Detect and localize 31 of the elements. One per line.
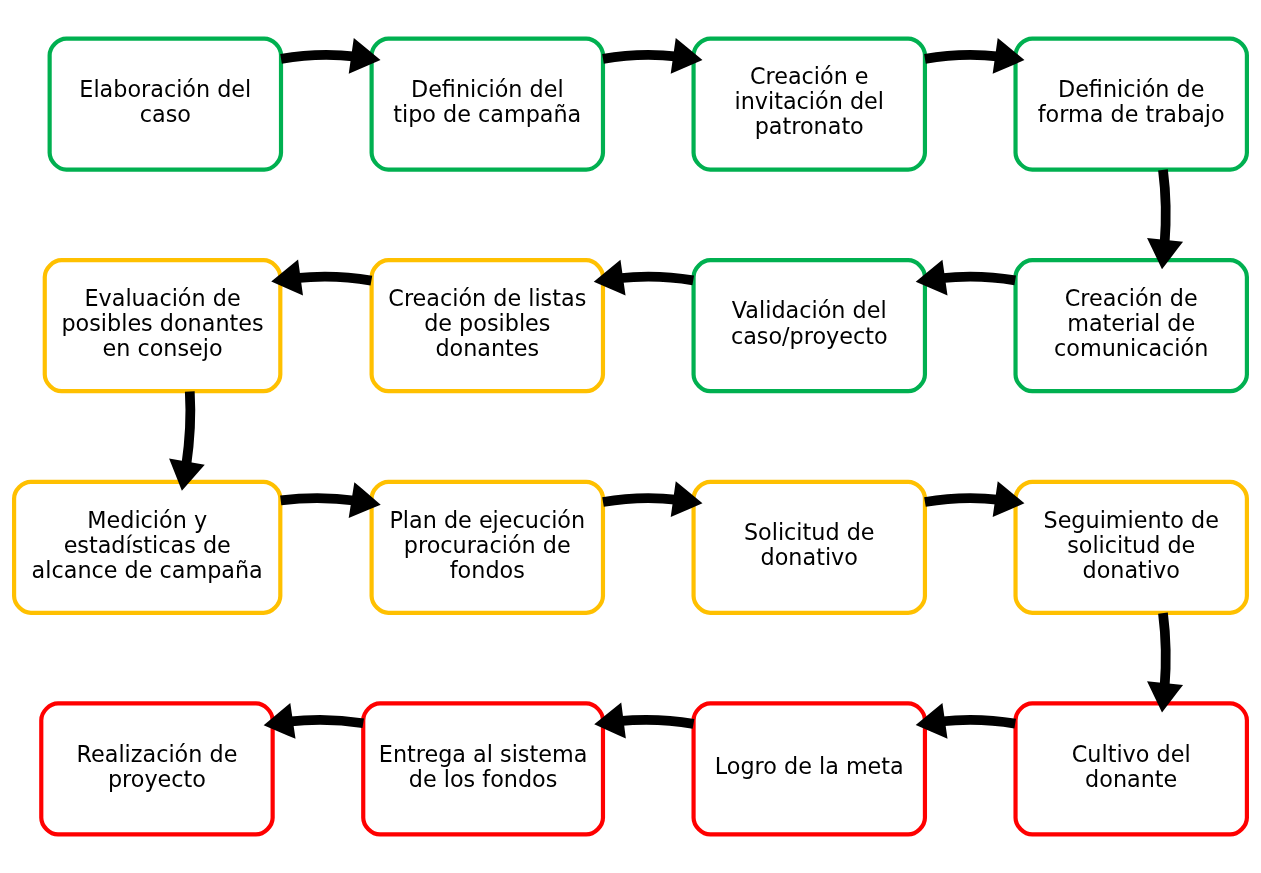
arrow	[1147, 169, 1184, 270]
node-box: Validación del caso/proyecto	[691, 258, 928, 394]
node-box: Plan de ejecución procuración de fondos	[369, 479, 606, 615]
node-box: Entrega al sistema de los fondos	[361, 701, 606, 837]
arrow	[1147, 612, 1184, 713]
arrow	[594, 702, 695, 739]
node-box: Creación de listas de posibles donantes	[369, 258, 606, 394]
arrow	[602, 38, 703, 74]
arrow	[169, 391, 205, 491]
arrow	[915, 259, 1016, 296]
node-box: Definición del tipo de campaña	[369, 36, 606, 172]
arrow	[602, 481, 703, 518]
arrow	[280, 38, 381, 74]
arrow	[263, 703, 364, 739]
arrow	[915, 702, 1016, 739]
arrow	[593, 259, 694, 296]
node-box: Creación de material de comunicación	[1013, 258, 1249, 394]
arrow	[924, 481, 1025, 518]
node-box: Medición y estadísticas de alcance de campaña	[12, 479, 283, 615]
node-box: Realización de proyecto	[39, 701, 275, 837]
node-box: Evaluación de posibles donantes en consejo	[42, 258, 283, 394]
node-box: Creación e invitación del patronato	[691, 36, 928, 172]
node-box: Logro de la meta	[691, 701, 928, 837]
node-box: Elaboración del caso	[47, 36, 284, 172]
arrow	[280, 482, 381, 518]
arrow	[924, 38, 1025, 74]
node-box: Cultivo del donante	[1013, 701, 1249, 837]
node-box: Definición de forma de trabajo	[1013, 36, 1249, 172]
arrow	[271, 259, 373, 296]
node-box: Solicitud de donativo	[691, 479, 928, 615]
node-box: Seguimiento de solicitud de donativo	[1013, 479, 1249, 615]
